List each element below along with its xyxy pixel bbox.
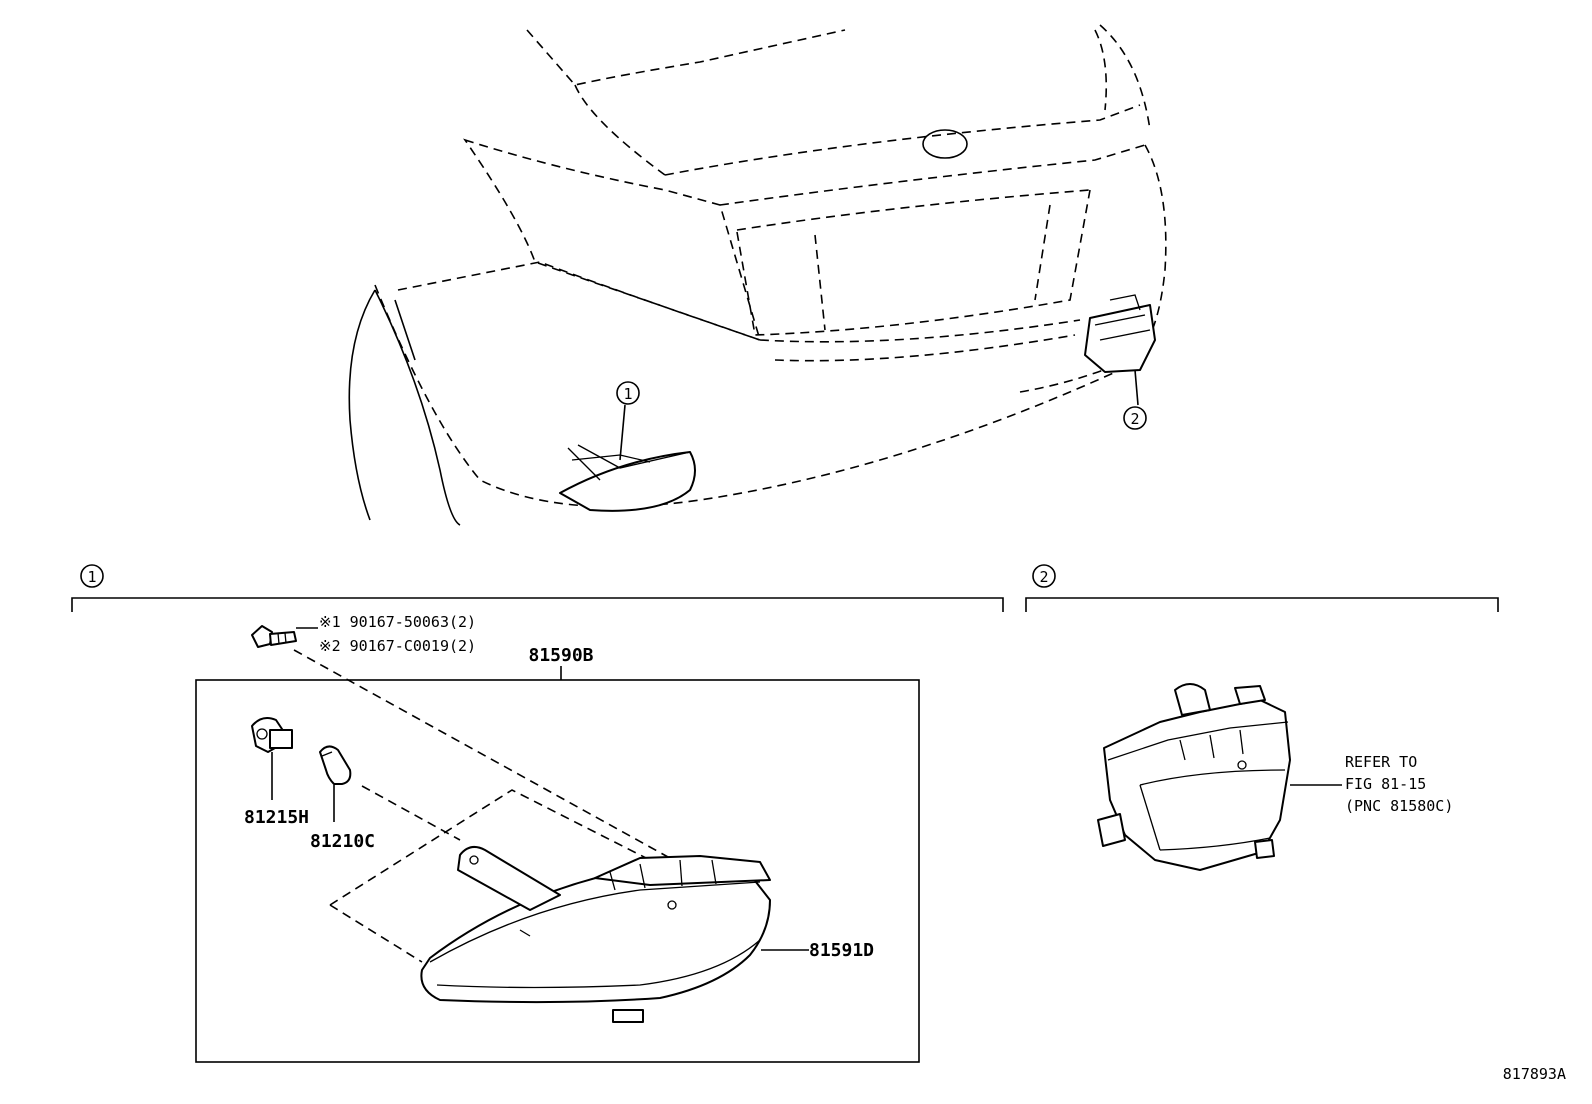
vehicle-outline bbox=[348, 24, 1167, 526]
svg-text:2: 2 bbox=[1130, 410, 1139, 428]
bulb-label: 81210C bbox=[310, 831, 375, 852]
section-2-lamp-icon bbox=[1097, 683, 1291, 871]
refer-line-3: (PNC 81580C) bbox=[1345, 797, 1453, 815]
section-1-bracket bbox=[71, 597, 1004, 612]
section-2-bracket bbox=[1025, 597, 1499, 612]
section-1: 1 ※1 90167-50063(2) ※2 90167-C0019(2) 81… bbox=[71, 564, 1004, 1063]
refer-line-2: FIG 81-15 bbox=[1345, 775, 1426, 793]
socket-label: 81215H bbox=[244, 807, 309, 828]
bolt-icon bbox=[251, 625, 318, 648]
svg-text:1: 1 bbox=[623, 385, 632, 403]
svg-text:1: 1 bbox=[87, 568, 96, 586]
bolt-note-1: ※1 90167-50063(2) bbox=[319, 613, 476, 631]
assembly-box bbox=[195, 679, 920, 1063]
figure-code: 817893A bbox=[1503, 1065, 1566, 1083]
section-1-marker: 1 bbox=[80, 564, 104, 588]
assembly-label: 81590B bbox=[528, 645, 593, 666]
socket-icon bbox=[251, 717, 293, 800]
callout-2-on-vehicle: 2 bbox=[1123, 406, 1147, 430]
car-left-reflector bbox=[559, 404, 696, 512]
car-right-reflector bbox=[1084, 294, 1156, 406]
refer-line-1: REFER TO bbox=[1345, 753, 1417, 771]
bulb-icon bbox=[319, 745, 352, 822]
bolt-note-2: ※2 90167-C0019(2) bbox=[319, 637, 476, 655]
reflector-lamp-icon bbox=[420, 845, 771, 1023]
section-2: 2 REFER TO FIG 81-15 (PNC 81580C) bbox=[1025, 564, 1499, 871]
callout-1-on-vehicle: 1 bbox=[616, 381, 640, 405]
section-2-marker: 2 bbox=[1032, 564, 1056, 588]
svg-text:2: 2 bbox=[1039, 568, 1048, 586]
lamp-label: 81591D bbox=[809, 940, 874, 961]
